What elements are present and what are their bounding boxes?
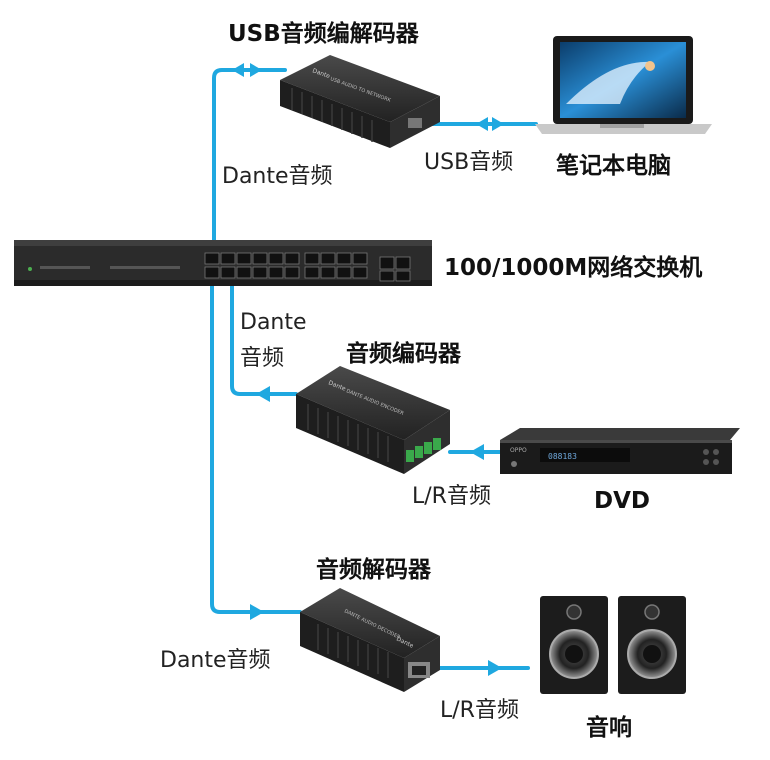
title-laptop: 笔记本电脑 — [556, 153, 671, 179]
line-encoder-switch — [230, 284, 298, 396]
label-lr-dvd: L/R音频 — [412, 484, 491, 509]
arrow-speaker-in — [488, 660, 502, 676]
speakers-device — [540, 596, 686, 694]
title-decoder: 音频解码器 — [316, 557, 431, 583]
speaker-right — [618, 596, 686, 694]
laptop-device — [535, 36, 712, 134]
dvd-display: 088183 — [548, 452, 577, 461]
arrowheads — [232, 63, 504, 676]
arrow-dvd-in — [470, 444, 484, 460]
encoder-device: Dante DANTE AUDIO ENCODER — [296, 366, 450, 474]
label-dante-top: Dante音频 — [222, 164, 333, 189]
dvd-player-device: 088183 OPPO — [500, 428, 740, 474]
connection-lines — [210, 68, 538, 670]
label-dante-mid-line1: Dante — [240, 310, 307, 335]
usb-codec-device: Dante USB AUDIO TO NETWORK — [280, 55, 440, 148]
label-lr-speaker: L/R音频 — [440, 698, 519, 723]
title-dvd: DVD — [594, 488, 650, 514]
switch-ports — [204, 252, 411, 282]
label-dante-bottom: Dante音频 — [160, 648, 271, 673]
line-switch-usb-codec — [212, 68, 287, 246]
arrow-usb-left — [232, 63, 244, 77]
arrow-encoder-out — [256, 386, 270, 402]
encoder-terminal-block — [406, 438, 441, 462]
label-usb-audio: USB音频 — [424, 150, 514, 175]
dvd-brand: OPPO — [510, 447, 527, 454]
arrow-usb-right — [250, 63, 262, 77]
arrow-laptop-right — [492, 117, 504, 131]
title-speaker: 音响 — [586, 715, 632, 741]
arrow-laptop-left — [476, 117, 488, 131]
arrow-decoder-in — [250, 604, 264, 620]
speaker-left — [540, 596, 608, 694]
title-switch: 100/1000M网络交换机 — [444, 255, 703, 281]
title-usb-codec: USB音频编解码器 — [228, 21, 419, 47]
decoder-device: DANTE AUDIO DECODER Dante — [300, 588, 440, 692]
label-dante-mid-line2: 音频 — [240, 346, 285, 371]
line-switch-decoder — [210, 284, 302, 614]
network-switch — [14, 240, 432, 286]
title-encoder: 音频编码器 — [346, 341, 461, 367]
